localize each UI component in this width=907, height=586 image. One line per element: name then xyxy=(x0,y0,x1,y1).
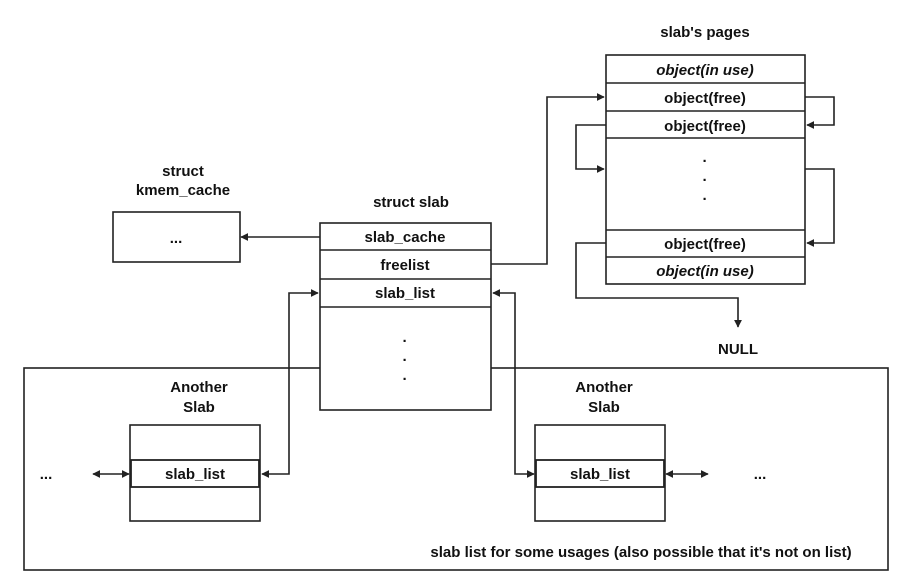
arrow-slab-list-to-right-slab xyxy=(492,289,535,478)
another-slab-right: slab_list xyxy=(534,424,666,522)
pages-dot-1: · xyxy=(703,153,708,170)
slab-dot-3: · xyxy=(403,371,408,388)
slab-pages: object(in use) object(free) object(free)… xyxy=(605,54,806,285)
struct-slab: slab_cache freelist slab_list · · · xyxy=(319,222,492,411)
pages-dot-3: · xyxy=(703,191,708,208)
arrow-free2-to-next xyxy=(575,124,606,173)
pages-dot-2: · xyxy=(703,172,708,189)
slab-list-caption: slab list for some usages (also possible… xyxy=(430,544,851,561)
another-slab-left-title-1: Another xyxy=(170,379,228,396)
page-object-free-2: object(free) xyxy=(664,118,746,135)
slab-dot-2: · xyxy=(403,352,408,369)
kmem-cache-title-2: kmem_cache xyxy=(136,182,230,199)
page-object-in-use-bottom: object(in use) xyxy=(656,263,754,280)
kmem-cache-title-1: struct xyxy=(162,163,204,180)
ellipsis-left: ... xyxy=(40,466,53,483)
slab-pages-title: slab's pages xyxy=(660,24,749,41)
page-object-free-1: object(free) xyxy=(664,90,746,107)
another-slab-right-title-1: Another xyxy=(575,379,633,396)
arrow-next-to-free3 xyxy=(805,168,835,247)
another-slab-right-field: slab_list xyxy=(570,466,630,483)
page-object-in-use-top: object(in use) xyxy=(656,62,754,79)
struct-slab-title: struct slab xyxy=(373,194,449,211)
slab-dot-1: · xyxy=(403,333,408,350)
kmem-cache-body: ... xyxy=(170,230,183,247)
arrow-free3-to-null xyxy=(575,242,742,328)
ellipsis-right: ... xyxy=(754,466,767,483)
kmem-cache-box xyxy=(112,211,241,263)
slab-field-slab-cache: slab_cache xyxy=(365,229,446,246)
arrow-free1-to-free2 xyxy=(805,96,835,129)
arrow-freelist-to-object xyxy=(491,93,605,265)
null-label: NULL xyxy=(718,341,758,358)
page-object-free-3: object(free) xyxy=(664,236,746,253)
arrow-slab-list-to-left-slab xyxy=(261,289,319,478)
another-slab-left: slab_list xyxy=(129,424,261,522)
another-slab-left-field: slab_list xyxy=(165,466,225,483)
another-slab-right-title-2: Slab xyxy=(588,399,620,416)
slab-field-slab-list: slab_list xyxy=(375,285,435,302)
another-slab-left-title-2: Slab xyxy=(183,399,215,416)
slab-field-freelist: freelist xyxy=(380,257,429,274)
